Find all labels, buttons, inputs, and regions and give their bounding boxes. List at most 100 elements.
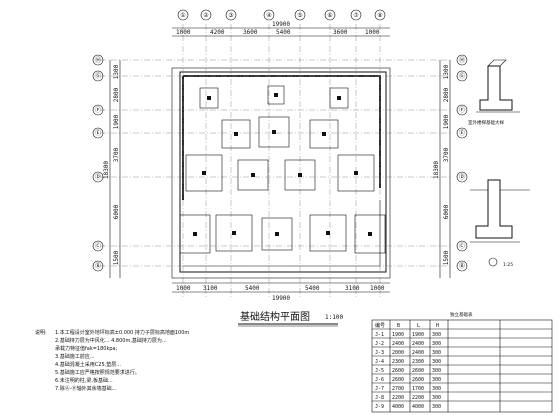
detail-stair-footing: 室外楼梯基础大样 (468, 59, 520, 126)
schedule-cell: J-2 (375, 341, 384, 347)
svg-text:Ⓓ: Ⓓ (459, 173, 465, 181)
schedule-cell: J-1 (375, 332, 384, 338)
overall-width: 19900 (272, 21, 290, 28)
schedule-cell: 300 (432, 395, 441, 401)
top-span: 3600 (243, 29, 258, 36)
svg-text:H: H (436, 323, 439, 329)
svg-text:Ⓑ: Ⓑ (459, 262, 465, 270)
title-scale: 1:100 (325, 314, 343, 321)
note-line: 2.基础持力层为中风化... 4.800m,基础持力层为... (55, 337, 167, 344)
note-line: 4.基础混凝土采用C25,垫层... (55, 361, 121, 368)
footing (337, 154, 375, 192)
schedule-cell: 1900 (392, 332, 404, 338)
svg-text:Ⓖ: Ⓖ (459, 72, 465, 80)
footing (309, 214, 347, 252)
detail1-label: 室外楼梯基础大样 (468, 119, 504, 126)
schedule-cell: 1700 (412, 386, 424, 392)
schedule-cell: 1900 (412, 332, 424, 338)
svg-text:L: L (417, 323, 420, 329)
top-span: 5400 (276, 29, 291, 36)
schedule-cell: 2000 (392, 350, 404, 356)
schedule-cell: 300 (432, 386, 441, 392)
svg-text:Ⓒ: Ⓒ (95, 242, 101, 250)
footing (329, 87, 349, 109)
bottom-span: 5400 (245, 285, 260, 292)
general-notes: 说明: 1.本工程设计室外地坪标高±0.000 持力子层标高地面100m 2.基… (35, 329, 189, 392)
svg-text:③: ③ (228, 12, 233, 19)
note-line: 5.基础施工应严格按照规范要求进行。 (55, 369, 140, 376)
bottom-span: 3100 (345, 285, 360, 292)
page-title: 基础结构平面图 (240, 310, 310, 323)
schedule-title: 独立基础表 (450, 311, 473, 318)
schedule-cell: 2400 (412, 341, 424, 347)
svg-text:编号: 编号 (375, 322, 385, 329)
schedule-cell: 300 (432, 404, 441, 410)
footing (179, 214, 211, 254)
left-span: 1300 (113, 64, 120, 79)
schedule-cell: 2600 (412, 377, 424, 383)
column-axis-bubbles: ① ② ③ ④ ⑤ ⑥ ⑦ ⑧ (177, 9, 386, 21)
footing (237, 159, 269, 191)
overall-width-bottom: 19900 (272, 295, 290, 302)
left-span: 2800 (113, 87, 120, 102)
bottom-span: 1000 (176, 285, 191, 292)
footing (258, 116, 290, 148)
bottom-span: 5400 (305, 285, 320, 292)
right-span: 3700 (443, 147, 450, 162)
svg-text:Ⓔ: Ⓔ (95, 129, 101, 137)
right-dimensions: 18300 1300 2800 1900 3700 6000 1500 (433, 60, 451, 278)
schedule-cell: 4000 (412, 404, 424, 410)
top-dimensions: 19900 1000 4200 3600 5400 3600 1000 (172, 21, 390, 37)
schedule-cell: 2200 (392, 395, 404, 401)
schedule-cell: J-3 (375, 350, 384, 356)
svg-text:④: ④ (266, 12, 271, 19)
detail-wall-footing: 1:25 (470, 179, 530, 268)
top-span: 4200 (210, 29, 225, 36)
schedule-cell: 2600 (392, 377, 404, 383)
schedule-cell: J-5 (375, 368, 384, 374)
svg-text:⑥: ⑥ (327, 12, 332, 19)
note-line: 承载力特征值fak=180kpa; (55, 345, 118, 352)
right-span: 1900 (443, 114, 450, 129)
svg-text:Ⓑ: Ⓑ (95, 262, 101, 270)
schedule-cell: 2300 (412, 359, 424, 365)
svg-text:Ⓗ: Ⓗ (95, 56, 101, 64)
footing-schedule: 独立基础表 编号 B L H J-1 1900 1900 300 J-2 2400 2400… (371, 311, 553, 413)
schedule-cell: 300 (432, 359, 441, 365)
svg-text:B: B (397, 323, 400, 329)
schedule-cell: 2400 (412, 350, 424, 356)
svg-text:⑤: ⑤ (297, 12, 302, 19)
svg-text:②: ② (203, 12, 209, 19)
footing (284, 159, 316, 191)
isolated-footings (179, 85, 386, 254)
schedule-cell: J-7 (375, 386, 384, 392)
overall-height-right: 18300 (433, 161, 440, 179)
svg-text:①: ① (180, 12, 185, 19)
svg-text:Ⓒ: Ⓒ (459, 242, 465, 250)
right-span: 6000 (443, 204, 450, 219)
top-span: 1000 (176, 29, 191, 36)
svg-text:⑦: ⑦ (353, 12, 359, 19)
footing (267, 85, 285, 105)
note-line: 7.除Ⓐ-Ⓗ轴外其余墙基础... (55, 385, 117, 392)
top-span: 3600 (333, 29, 348, 36)
bottom-span: 1000 (370, 285, 385, 292)
note-line: 3.基础施工前应... (55, 353, 95, 360)
svg-text:Ⓕ: Ⓕ (95, 106, 101, 114)
note-line: 1.本工程设计室外地坪标高±0.000 持力子层标高地面100m (55, 329, 189, 336)
svg-text:Ⓔ: Ⓔ (459, 129, 465, 137)
schedule-cell: 300 (432, 350, 441, 356)
drawing-title: 基础结构平面图 1:100 (238, 310, 343, 327)
notes-heading: 说明: (35, 329, 47, 336)
footing (215, 214, 253, 252)
left-dimensions: 18300 1300 2800 1900 3700 6000 1500 (103, 60, 121, 278)
overall-height: 18300 (103, 161, 110, 179)
schedule-cell: J-9 (375, 404, 384, 410)
schedule-cell: J-8 (375, 395, 384, 401)
schedule-cell: 2600 (412, 368, 424, 374)
schedule-cell: 300 (432, 368, 441, 374)
bottom-span: 3100 (203, 285, 218, 292)
schedule-cell: 2600 (392, 368, 404, 374)
